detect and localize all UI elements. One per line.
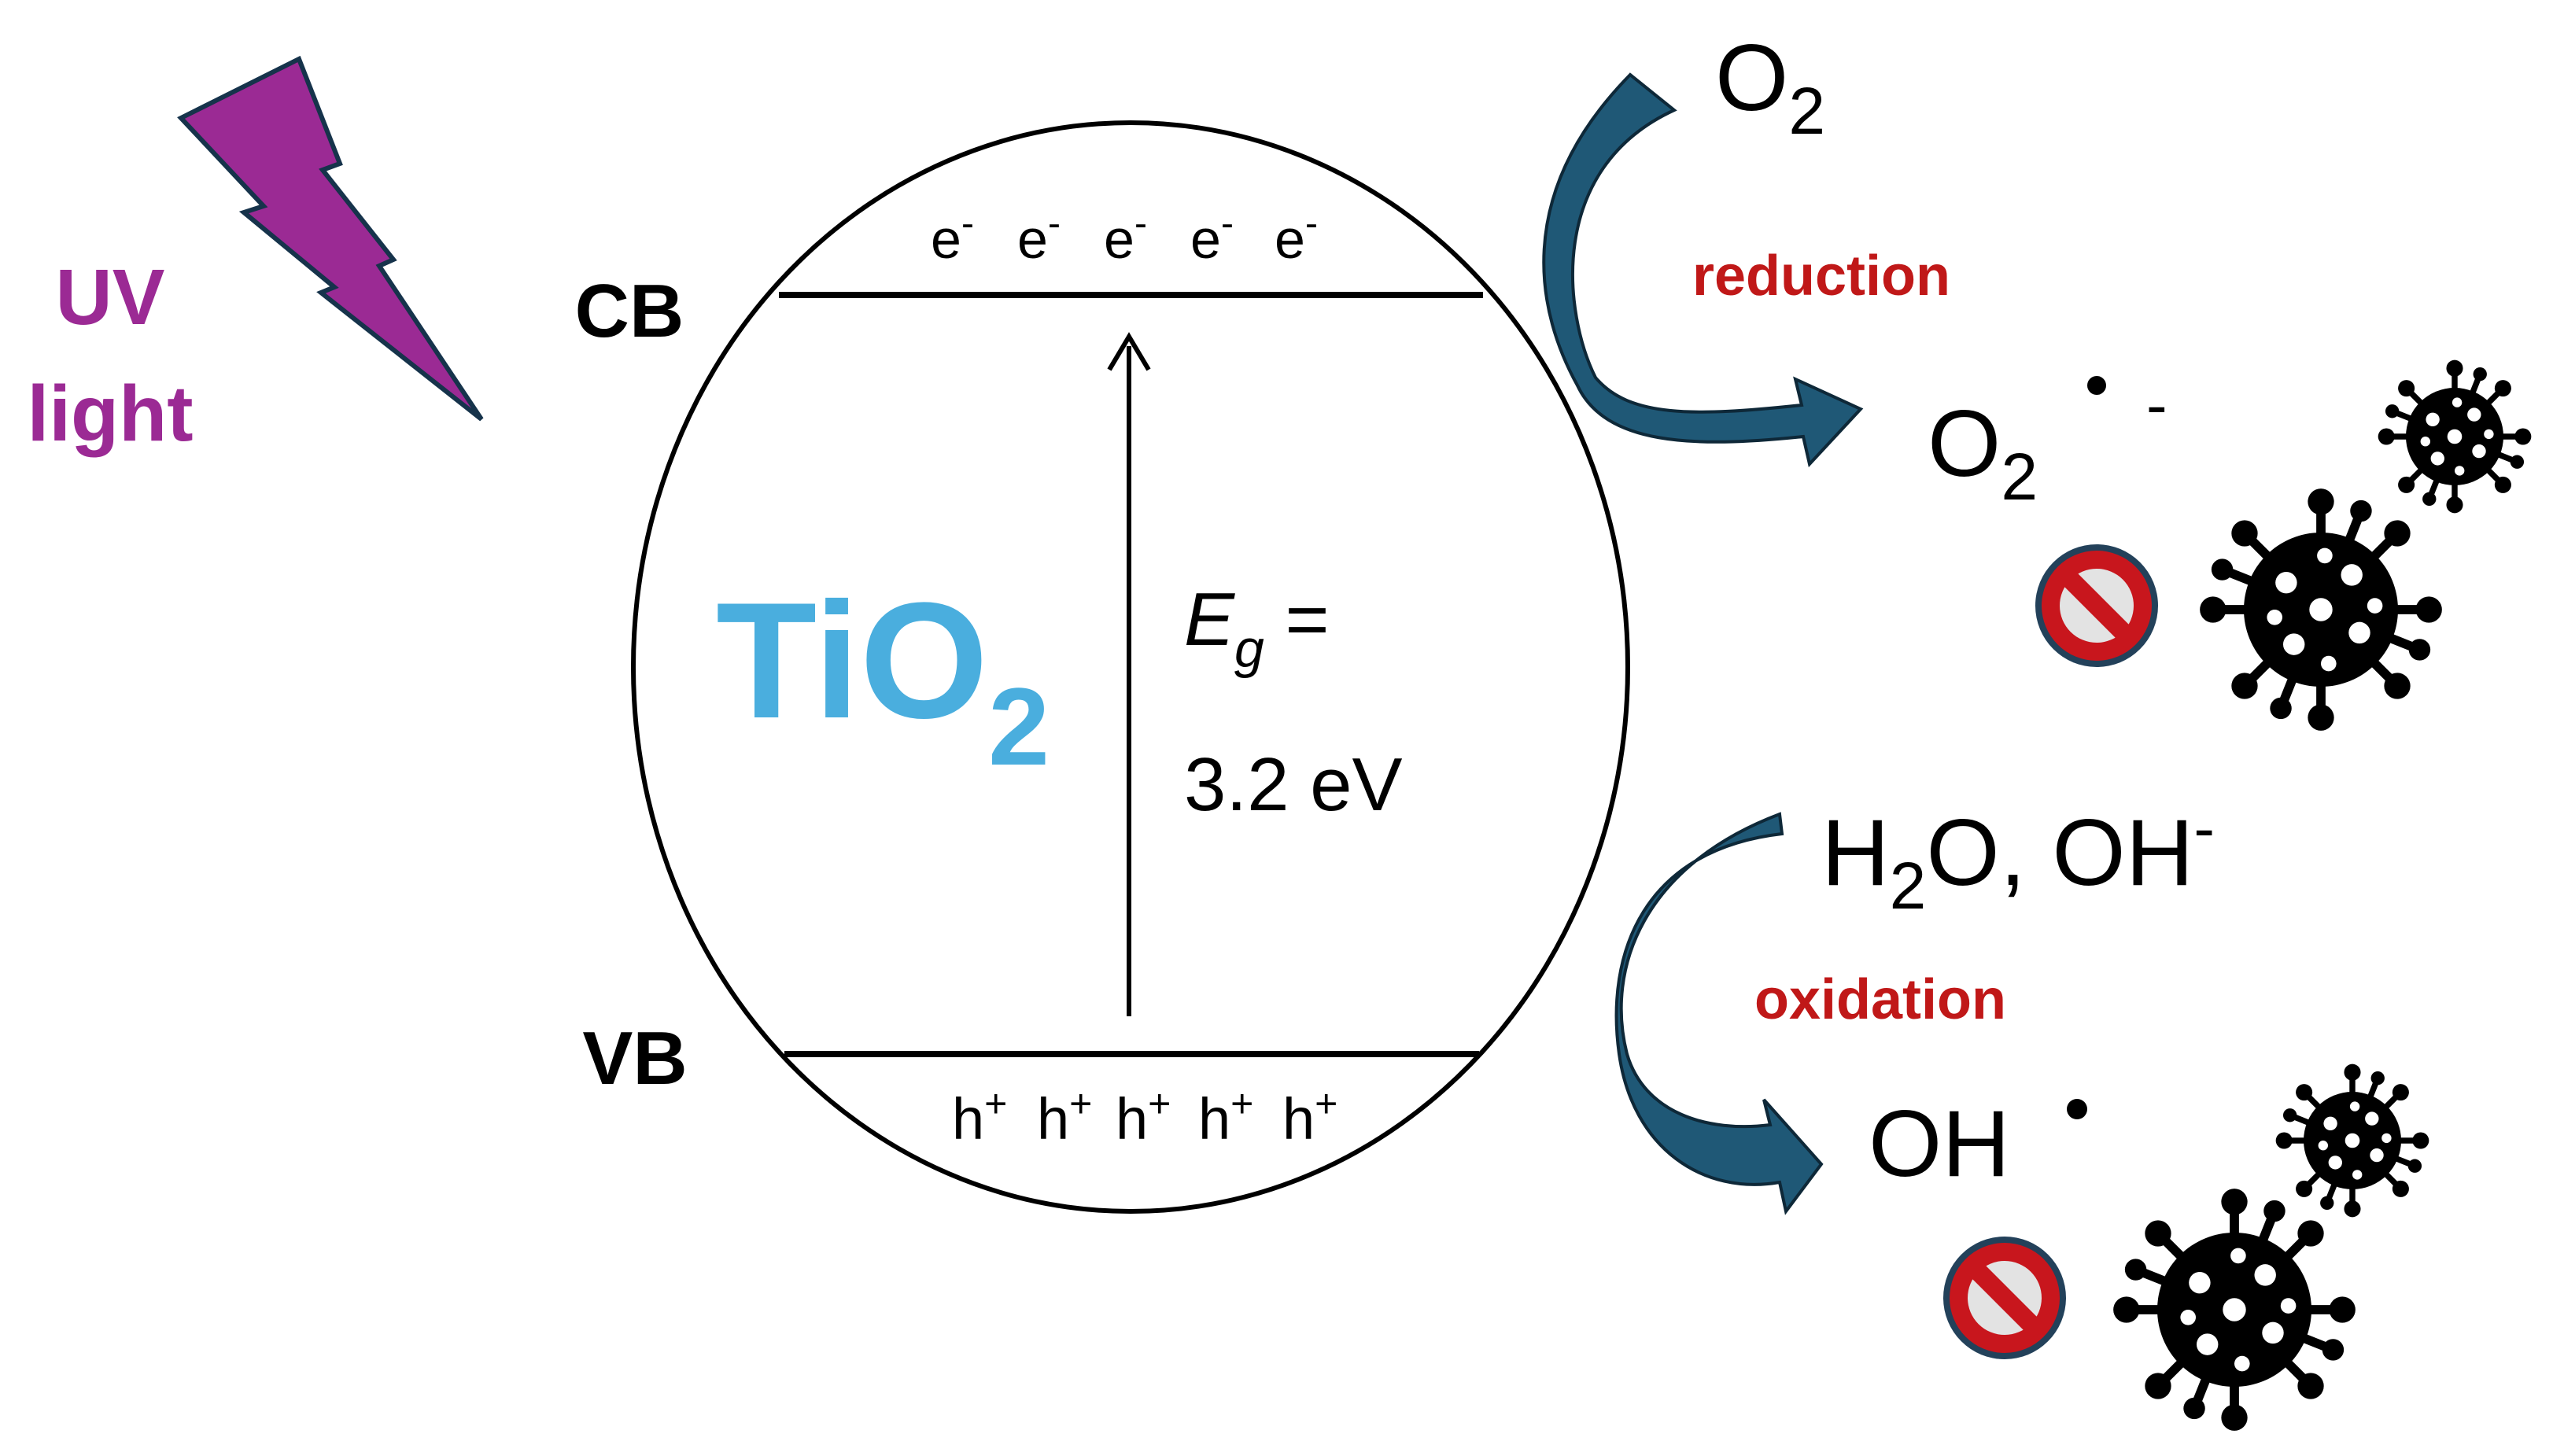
hole: h+	[1116, 1082, 1171, 1152]
electrons-row: e- e- e- e- e-	[931, 203, 1318, 270]
virus-icon	[2378, 360, 2532, 514]
hydroxyl-radical-product: OH	[1869, 1091, 2010, 1196]
holes-row: h+ h+ h+ h+ h+	[952, 1082, 1337, 1152]
prohibited-icon	[2035, 544, 2158, 667]
cb-label: CB	[575, 269, 684, 353]
radical-dot	[2087, 376, 2106, 395]
lightning-bolt-icon	[177, 55, 484, 422]
virus-icon	[2276, 1064, 2429, 1218]
excitation-arrowhead	[1107, 332, 1151, 371]
hole: h+	[952, 1082, 1007, 1152]
band-gap-label: Eg =	[1184, 577, 1330, 679]
tio2-particle-circle	[631, 120, 1630, 1214]
uv-light-label-line2: light	[27, 370, 193, 458]
water-hydroxide-reactants: H2O, OH-	[1821, 793, 2215, 923]
vb-label: VB	[582, 1016, 687, 1100]
oxidation-label: oxidation	[1754, 968, 2006, 1031]
hole: h+	[1198, 1082, 1253, 1152]
hole: h+	[1282, 1082, 1337, 1152]
virus-icon	[2200, 488, 2442, 731]
material-label: TiO2	[716, 568, 1050, 788]
prohibited-icon	[1943, 1237, 2066, 1359]
superoxide-product: O2	[1928, 391, 2038, 514]
electron: e-	[1190, 203, 1234, 270]
oxygen-reactant: O2	[1715, 25, 1825, 148]
hole: h+	[1037, 1082, 1092, 1152]
reduction-label: reduction	[1692, 245, 1950, 308]
uv-light-label-line1: UV	[56, 253, 165, 341]
electron: e-	[931, 203, 974, 270]
electron: e-	[1017, 203, 1061, 270]
electron: e-	[1275, 203, 1318, 270]
radical-dot	[2067, 1099, 2087, 1119]
oxidation-arrow	[1614, 812, 1824, 1215]
reduction-arrow	[1542, 72, 1864, 468]
virus-icon	[2113, 1189, 2356, 1431]
electron: e-	[1104, 203, 1147, 270]
superoxide-charge: -	[2146, 370, 2167, 440]
band-gap-value: 3.2 eV	[1184, 743, 1403, 827]
